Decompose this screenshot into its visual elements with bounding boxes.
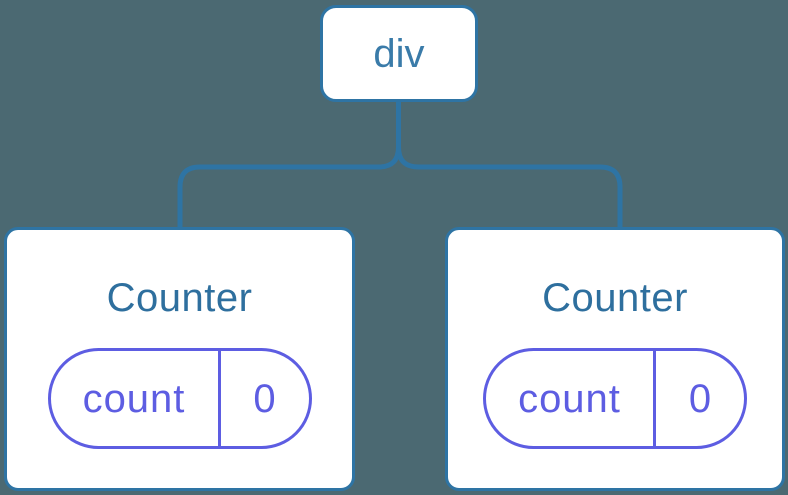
state-key: count [486,351,656,446]
counter-node-left: Counter count 0 [4,227,355,491]
counter-node-right: Counter count 0 [445,227,785,491]
state-pill: count 0 [47,348,312,449]
root-node-label: div [373,31,425,76]
component-label: Counter [106,276,253,320]
root-node-div: div [320,5,478,102]
edge-root-to-left-counter [177,102,401,229]
state-key: count [51,351,221,446]
state-value: 0 [253,376,276,421]
component-label: Counter [542,276,688,320]
state-pill: count 0 [483,348,747,449]
state-value: 0 [688,376,712,421]
edge-root-to-right-counter [396,102,623,229]
